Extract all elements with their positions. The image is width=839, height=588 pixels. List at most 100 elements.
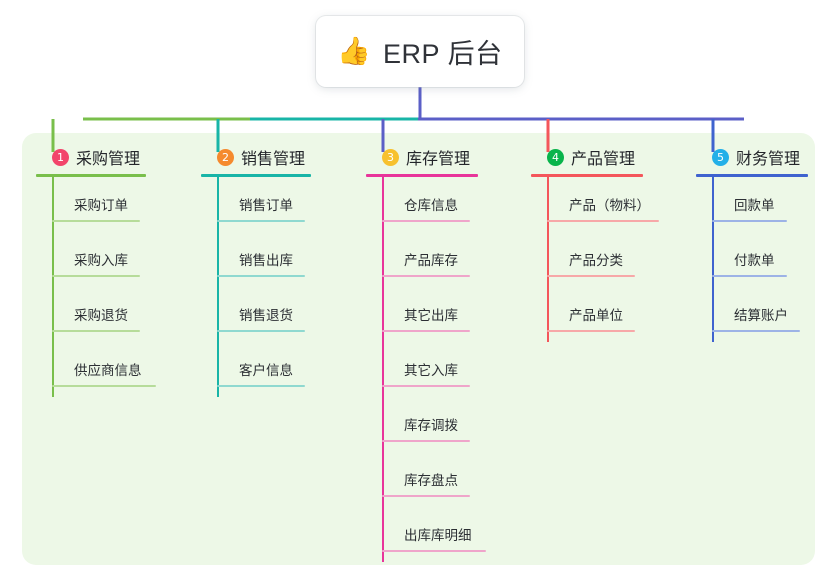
tree-leaf-label: 采购订单 — [74, 198, 128, 213]
tree-leaf-label: 客户信息 — [239, 363, 293, 378]
column-header-underline — [531, 174, 643, 177]
column-index-badge: 2 — [217, 148, 234, 166]
tree-leaf-underline — [382, 385, 470, 387]
branch-spine — [712, 177, 714, 342]
column-branch: 产品（物料） 产品分类产品单位 — [531, 177, 691, 342]
tree-leaf-label: 采购退货 — [74, 308, 128, 323]
branch-spine — [52, 177, 54, 397]
tree-leaf-item[interactable]: 采购入库 — [36, 232, 186, 287]
tree-leaf-item[interactable]: 库存盘点 — [366, 452, 526, 507]
column-header-4[interactable]: 4 产品管理 — [531, 145, 691, 169]
tree-leaf-item[interactable]: 销售退货 — [201, 287, 351, 342]
tree-leaf-item[interactable]: 出库库明细 — [366, 507, 526, 562]
tree-leaf-item[interactable]: 产品库存 — [366, 232, 526, 287]
tree-leaf-item[interactable]: 回款单 — [696, 177, 839, 232]
tree-background-panel — [22, 133, 815, 565]
column-header-2[interactable]: 2 销售管理 — [201, 145, 351, 169]
tree-leaf-label: 仓库信息 — [404, 198, 458, 213]
tree-leaf-underline — [547, 220, 659, 222]
tree-leaf-label: 产品分类 — [569, 253, 623, 268]
tree-leaf-underline — [217, 275, 305, 277]
tree-leaf-label: 库存盘点 — [404, 473, 458, 488]
tree-column-2: 2 销售管理销售订单销售出库销售退货客户信息 — [201, 145, 351, 397]
thumbs-up-icon: 👍 — [337, 36, 372, 66]
tree-leaf-underline — [52, 330, 140, 332]
tree-leaf-item[interactable]: 采购退货 — [36, 287, 186, 342]
column-header-underline — [201, 174, 311, 177]
tree-leaf-label: 产品（物料） — [569, 198, 650, 213]
branch-spine — [547, 177, 549, 342]
tree-leaf-underline — [382, 440, 470, 442]
column-branch: 仓库信息产品库存其它出库其它入库库存调拨库存盘点出库库明细 — [366, 177, 526, 562]
tree-leaf-label: 销售订单 — [239, 198, 293, 213]
column-title: 财务管理 — [736, 151, 801, 168]
tree-leaf-underline — [52, 220, 140, 222]
tree-leaf-item[interactable]: 产品（物料） — [531, 177, 691, 232]
tree-leaf-underline — [547, 330, 635, 332]
tree-leaf-item[interactable]: 产品分类 — [531, 232, 691, 287]
tree-leaf-label: 出库库明细 — [404, 528, 472, 543]
column-branch: 销售订单销售出库销售退货客户信息 — [201, 177, 351, 397]
tree-leaf-item[interactable]: 供应商信息 — [36, 342, 186, 397]
tree-leaf-underline — [712, 220, 787, 222]
tree-leaf-label: 销售出库 — [239, 253, 293, 268]
column-header-1[interactable]: 1 采购管理 — [36, 145, 186, 169]
column-index-badge: 1 — [52, 148, 69, 166]
column-index-badge: 5 — [712, 148, 729, 166]
tree-leaf-underline — [547, 275, 635, 277]
tree-column-1: 1 采购管理采购订单采购入库采购退货供应商信息 — [36, 145, 186, 397]
tree-leaf-underline — [382, 550, 486, 552]
tree-leaf-label: 回款单 — [734, 198, 775, 213]
tree-leaf-item[interactable]: 采购订单 — [36, 177, 186, 232]
tree-leaf-item[interactable]: 结算账户 — [696, 287, 839, 342]
tree-leaf-underline — [382, 495, 470, 497]
tree-leaf-underline — [712, 330, 800, 332]
tree-leaf-label: 采购入库 — [74, 253, 128, 268]
column-index-badge: 4 — [547, 148, 564, 166]
branch-spine — [382, 177, 384, 562]
column-title: 产品管理 — [571, 151, 636, 168]
tree-leaf-underline — [217, 385, 305, 387]
tree-leaf-label: 付款单 — [734, 253, 775, 268]
root-node-card[interactable]: 👍 ERP 后台 — [316, 16, 524, 87]
tree-leaf-item[interactable]: 销售订单 — [201, 177, 351, 232]
tree-leaf-item[interactable]: 产品单位 — [531, 287, 691, 342]
tree-leaf-label: 其它出库 — [404, 308, 458, 323]
tree-leaf-underline — [382, 275, 470, 277]
page-title: ERP 后台 — [383, 39, 503, 69]
tree-leaf-item[interactable]: 库存调拨 — [366, 397, 526, 452]
tree-column-5: 5 财务管理回款单付款单结算账户 — [696, 145, 839, 342]
tree-leaf-item[interactable]: 仓库信息 — [366, 177, 526, 232]
tree-column-4: 4 产品管理产品（物料） 产品分类产品单位 — [531, 145, 691, 342]
column-header-underline — [696, 174, 808, 177]
column-title: 采购管理 — [76, 151, 141, 168]
tree-leaf-item[interactable]: 其它出库 — [366, 287, 526, 342]
column-index-badge: 3 — [382, 148, 399, 166]
column-title: 库存管理 — [406, 151, 471, 168]
column-header-3[interactable]: 3 库存管理 — [366, 145, 526, 169]
column-header-underline — [36, 174, 146, 177]
column-title: 销售管理 — [241, 151, 306, 168]
tree-leaf-item[interactable]: 其它入库 — [366, 342, 526, 397]
column-header-underline — [366, 174, 478, 177]
tree-leaf-label: 库存调拨 — [404, 418, 458, 433]
tree-leaf-item[interactable]: 付款单 — [696, 232, 839, 287]
tree-leaf-label: 产品库存 — [404, 253, 458, 268]
branch-spine — [217, 177, 219, 397]
tree-leaf-underline — [217, 220, 305, 222]
tree-leaf-underline — [712, 275, 787, 277]
tree-leaf-label: 供应商信息 — [74, 363, 142, 378]
column-branch: 回款单付款单结算账户 — [696, 177, 839, 342]
tree-leaf-underline — [217, 330, 305, 332]
column-header-5[interactable]: 5 财务管理 — [696, 145, 839, 169]
tree-column-3: 3 库存管理仓库信息产品库存其它出库其它入库库存调拨库存盘点出库库明细 — [366, 145, 526, 562]
tree-leaf-label: 销售退货 — [239, 308, 293, 323]
tree-leaf-label: 其它入库 — [404, 363, 458, 378]
tree-leaf-item[interactable]: 销售出库 — [201, 232, 351, 287]
column-branch: 采购订单采购入库采购退货供应商信息 — [36, 177, 186, 397]
tree-leaf-item[interactable]: 客户信息 — [201, 342, 351, 397]
tree-leaf-underline — [382, 330, 470, 332]
tree-leaf-underline — [52, 275, 140, 277]
